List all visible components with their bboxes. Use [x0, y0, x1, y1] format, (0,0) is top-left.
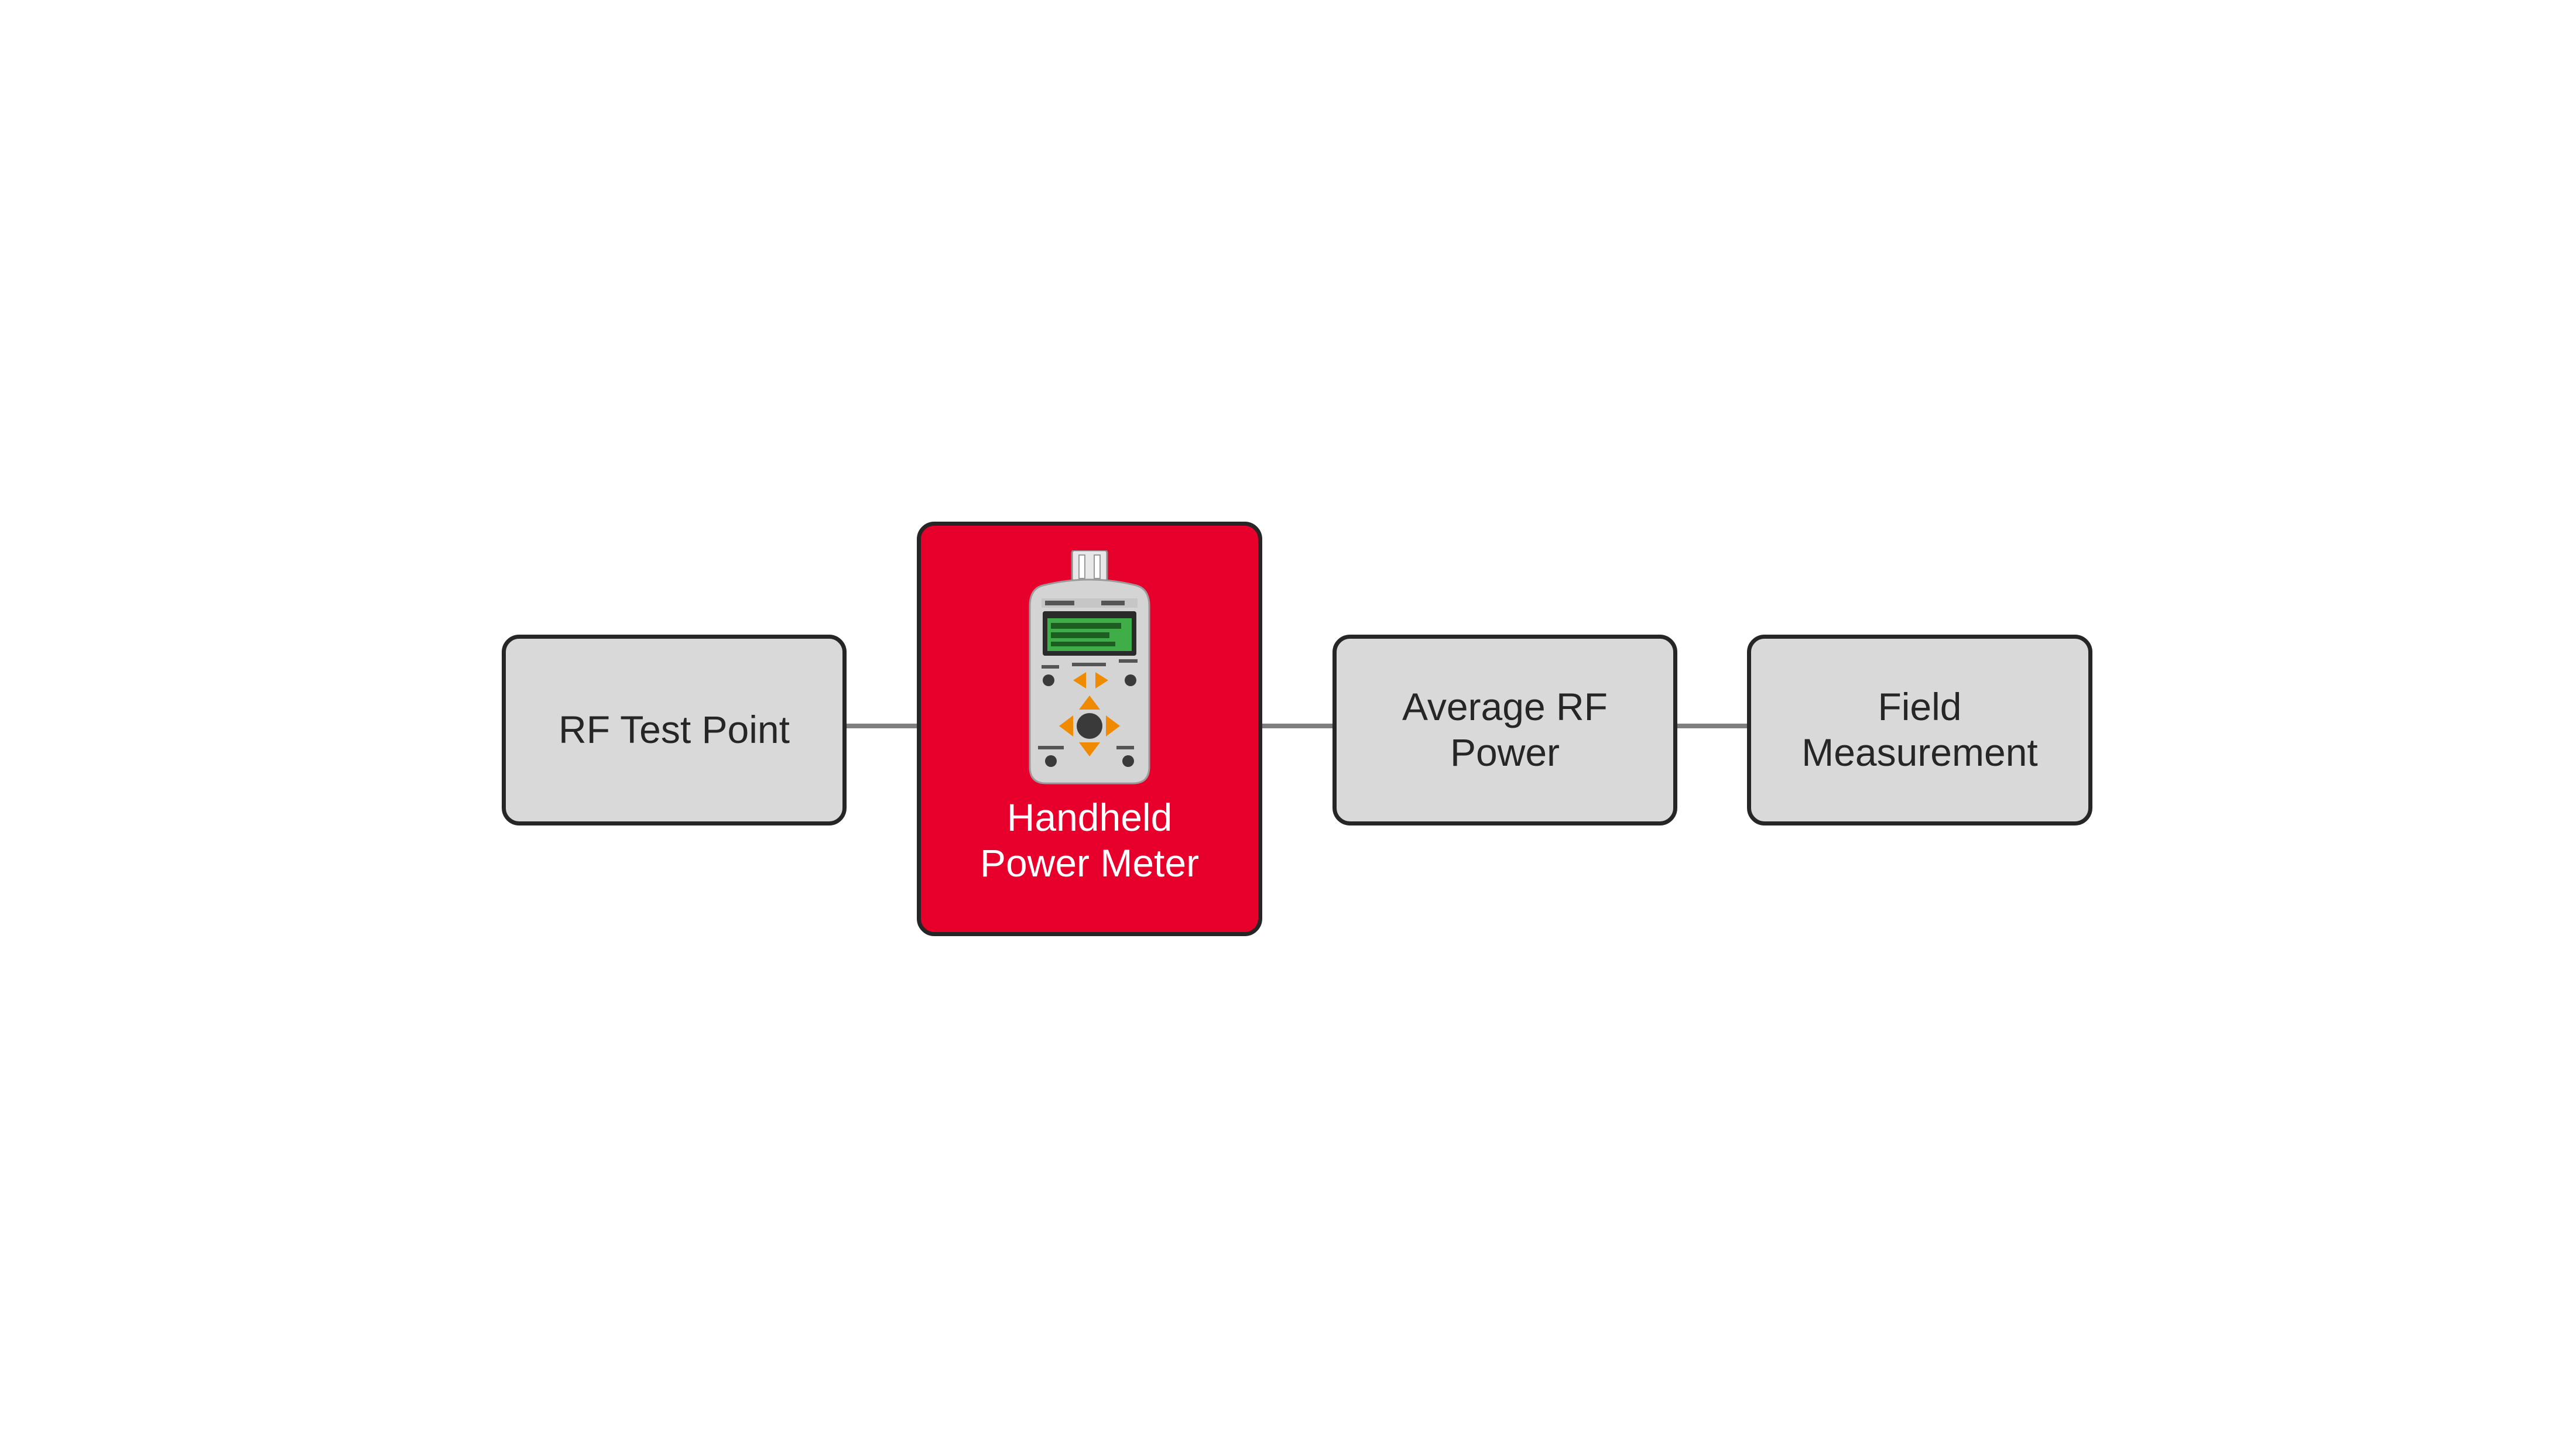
node-field-measurement: Field Measurement	[1747, 635, 2092, 825]
node-label: RF Test Point	[559, 708, 790, 752]
node-handheld-power-meter: Handheld Power Meter	[917, 522, 1262, 936]
node-label: Handheld Power Meter	[979, 796, 1200, 885]
node-average-rf-power: Average RF Power	[1332, 635, 1677, 825]
connector-average-rf-power-to-field-measurement	[1674, 724, 1751, 728]
node-label: Field Measurement	[1801, 685, 2038, 774]
node-label: Average RF Power	[1402, 685, 1608, 774]
connector-power-meter-to-average-rf-power	[1259, 724, 1335, 728]
connector-rf-test-point-to-power-meter	[843, 724, 919, 728]
node-rf-test-point: RF Test Point	[502, 635, 847, 825]
handheld-power-meter-icon	[1029, 550, 1150, 785]
